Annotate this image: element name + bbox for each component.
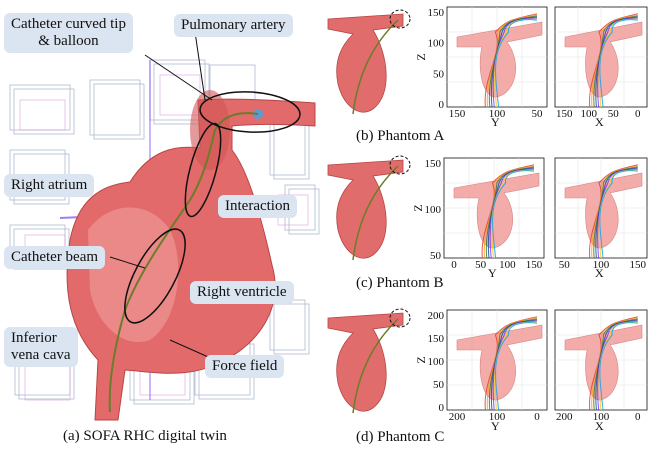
x-tick-label: 200 [556,411,573,423]
y-tick-label: 0 [439,99,445,111]
x-tick-label: 0 [635,108,641,120]
x-tick-label: 0 [451,259,457,271]
caption-c: (c) Phantom B [356,275,444,292]
y-tick-label: 0 [439,402,445,414]
y-tick-label: 150 [428,333,445,345]
x-tick-label: 150 [526,259,543,271]
phantom-thumbnail [328,14,403,112]
x-tick-label: 50 [559,259,571,271]
caption-d: (d) Phantom C [356,429,444,446]
y-tick-label: 50 [433,68,445,80]
x-tick-label: 50 [532,108,544,120]
y-tick-label: 150 [425,158,442,170]
x-tick-label: 100 [499,259,516,271]
x-tick-label: 50 [475,259,487,271]
y-tick-label: 100 [428,356,445,368]
phantom-thumbnail [328,313,403,411]
y-tick-label: 100 [428,38,445,50]
x-tick-label: 150 [630,259,647,271]
x-tick-label: 150 [556,108,573,120]
y-tick-label: 50 [430,250,442,262]
y-tick-label: 100 [425,204,442,216]
x-tick-label: 0 [534,411,540,423]
x-axis-label: Y [491,419,500,433]
x-tick-label: 150 [449,108,466,120]
y-tick-label: 200 [428,310,445,322]
y-axis-label: Z [414,53,428,60]
y-tick-label: 50 [433,379,445,391]
y-axis-label: Z [414,356,428,363]
y-tick-label: 150 [428,7,445,19]
caption-b: (b) Phantom A [356,128,444,145]
x-axis-label: X [595,266,604,280]
x-axis-label: X [595,115,604,129]
x-tick-label: 200 [449,411,466,423]
x-axis-label: X [595,419,604,433]
x-tick-label: 50 [608,108,620,120]
y-axis-label: Z [411,204,425,211]
x-tick-label: 0 [635,411,641,423]
x-axis-label: Y [491,115,500,129]
x-axis-label: Y [488,266,497,280]
phantom-thumbnail [328,160,403,258]
